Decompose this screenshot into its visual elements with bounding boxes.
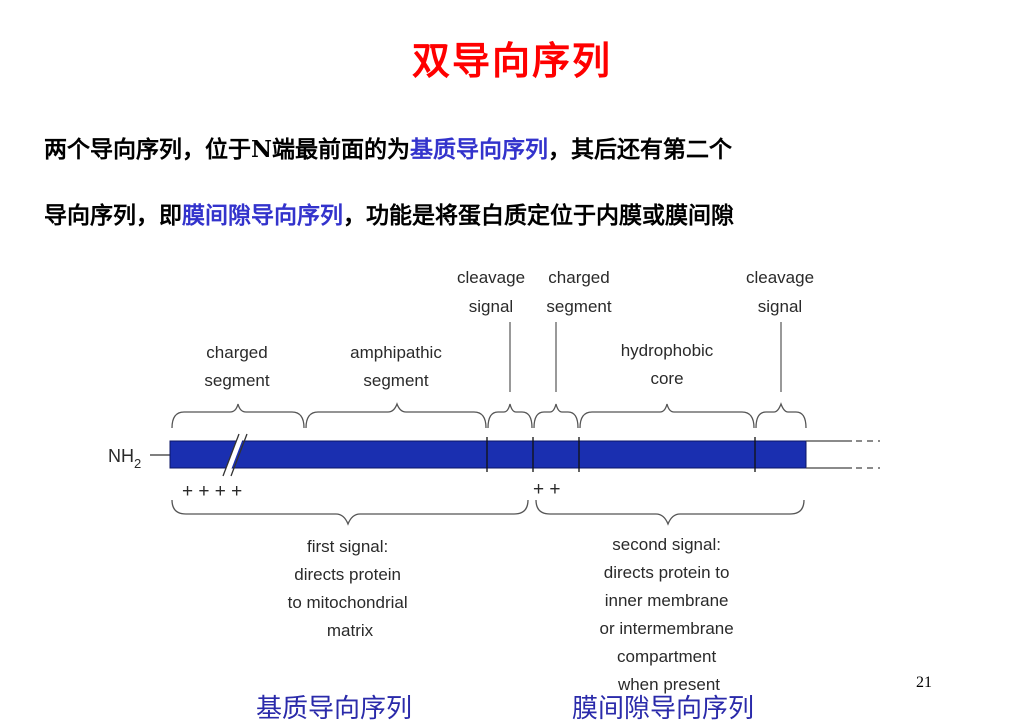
label-line: amphipathic [350, 343, 442, 362]
label-line: to mitochondrial [288, 593, 408, 612]
label-line: or intermembrane [600, 619, 734, 638]
paragraph-text: ，功能是将蛋白质定位于内膜或膜间隙 [343, 202, 734, 229]
label-line: second signal: [612, 535, 721, 554]
label-cleavage-signal-1: cleavage signal [457, 268, 525, 316]
paragraph-line-2: 导向序列，即膜间隙导向序列，功能是将蛋白质定位于内膜或膜间隙 [44, 196, 734, 230]
page-number: 21 [916, 674, 932, 691]
label-charged-segment-1: charged segment [204, 343, 269, 390]
matrix-targeting-term: 基质导向序列 [410, 136, 549, 163]
break-mark [230, 433, 248, 477]
brace-charged-segment-2 [533, 403, 579, 429]
label-line: cleavage [457, 268, 525, 287]
label-line: signal [758, 297, 802, 316]
bottom-label-intermembrane: 膜间隙导向序列 [572, 694, 755, 724]
label-cleavage-signal-2: cleavage signal [746, 268, 814, 316]
label-line: signal [469, 297, 513, 316]
label-line: segment [363, 371, 428, 390]
label-charged-segment-2: charged segment [546, 268, 611, 316]
label-line: segment [546, 297, 611, 316]
nh2-text: NH [108, 446, 134, 466]
brace-amphipathic-segment [305, 402, 487, 429]
positive-charges-first: + + + + [182, 481, 242, 502]
label-line: charged [548, 268, 609, 287]
brace-charged-segment-1 [171, 403, 305, 429]
label-line: hydrophobic [621, 341, 714, 360]
paragraph-text: 两个导向序列，位于N端最前面的为 [44, 136, 411, 163]
label-line: compartment [617, 647, 716, 666]
nh2-label: NH2 [108, 446, 141, 471]
label-line: cleavage [746, 268, 814, 287]
label-line: matrix [327, 621, 374, 640]
slide-title: 双导向序列 [411, 38, 612, 83]
presequence-bar [169, 440, 807, 469]
brace-cleavage-signal-2 [755, 402, 807, 429]
brace-second-signal [535, 499, 805, 526]
label-line: directs protein to [604, 563, 730, 582]
paragraph-text: ，其后还有第二个 [548, 136, 733, 163]
label-amphipathic-segment: amphipathic segment [350, 343, 442, 390]
label-first-signal: first signal: directs protein to mitocho… [288, 537, 413, 640]
label-line: charged [206, 343, 267, 362]
label-line: first signal: [307, 537, 388, 556]
nh2-subscript: 2 [134, 456, 141, 471]
positive-charges-second: + + [533, 479, 560, 500]
label-line: when present [617, 675, 720, 694]
brace-cleavage-signal-1 [487, 403, 533, 429]
paragraph-line-1: 两个导向序列，位于N端最前面的为基质导向序列，其后还有第二个 [44, 130, 732, 164]
brace-first-signal [171, 499, 529, 526]
break-mark [222, 433, 240, 477]
intermembrane-targeting-term: 膜间隙导向序列 [182, 202, 343, 229]
break-mark [223, 433, 245, 477]
paragraph-text: 导向序列，即 [44, 202, 182, 229]
brace-hydrophobic-core [579, 403, 755, 429]
label-line: inner membrane [605, 591, 729, 610]
label-line: directs protein [294, 565, 401, 584]
bottom-label-matrix: 基质导向序列 [256, 694, 413, 724]
label-line: core [650, 369, 683, 388]
label-line: segment [204, 371, 269, 390]
label-hydrophobic-core: hydrophobic core [621, 341, 714, 388]
label-second-signal: second signal: directs protein to inner … [600, 535, 739, 694]
